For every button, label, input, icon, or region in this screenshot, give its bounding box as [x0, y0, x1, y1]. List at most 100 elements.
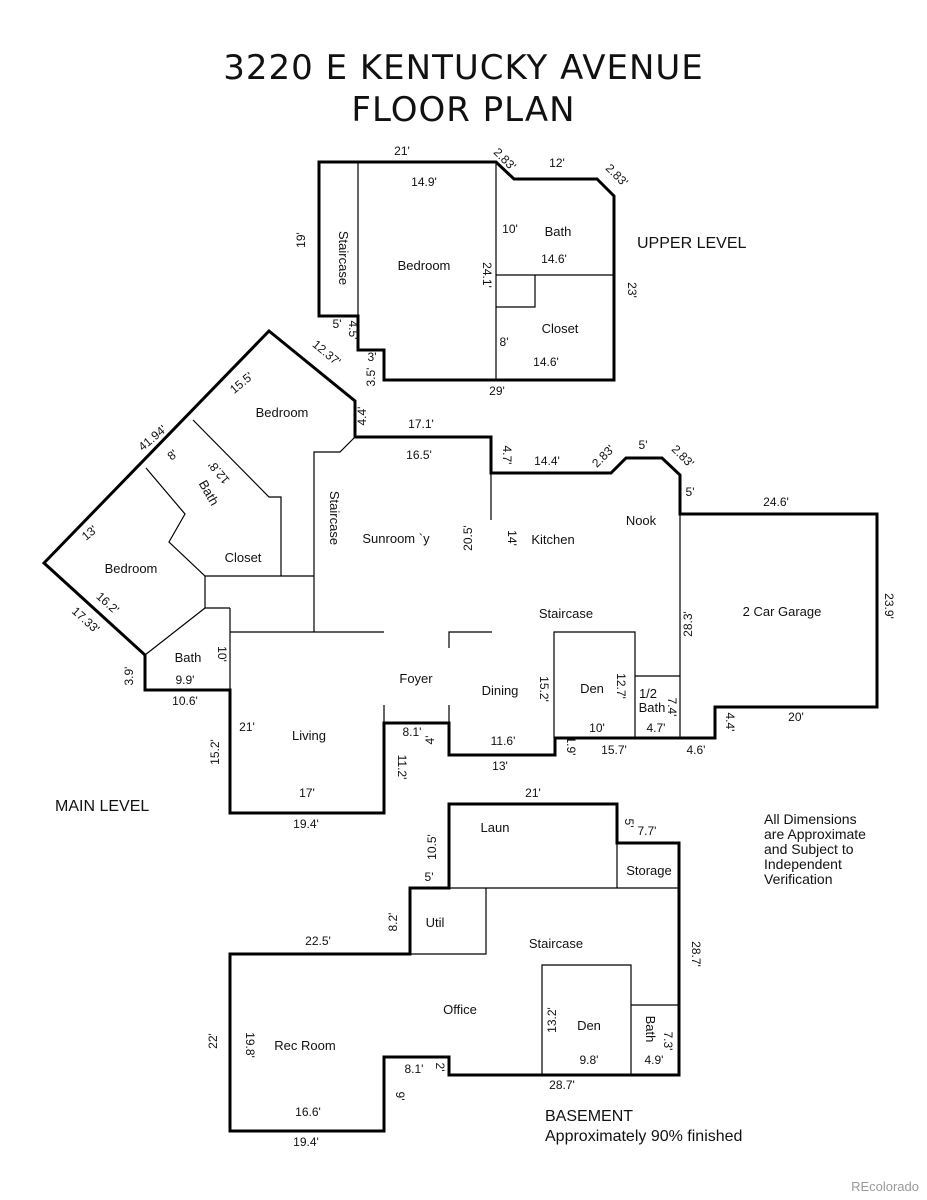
- basement-dim-17: 28.7': [549, 1078, 575, 1092]
- main-dim-33: 20': [788, 710, 804, 724]
- main-sunroom-label: Sunroom `y: [362, 531, 430, 546]
- main-dim-45: 19.4': [293, 817, 319, 831]
- main-dim-18: 14': [505, 530, 519, 546]
- main-dim-13: 2.83': [669, 442, 697, 470]
- upper-dim-angle-1: 2.83': [491, 145, 519, 173]
- main-dim-25: 3.9': [122, 667, 136, 686]
- basement-dim-20: 19.4': [293, 1135, 319, 1149]
- main-dim-14: 5': [686, 485, 695, 499]
- upper-dim-left: 19': [294, 232, 308, 248]
- basement-dim-12: 19.8': [243, 1032, 257, 1058]
- main-dim-29: 7.4': [665, 698, 679, 717]
- basement-finished-note: Approximately 90% finished: [545, 1128, 742, 1145]
- main-staircase-1-label: Staircase: [327, 491, 342, 545]
- upper-dim-bath-height: 10': [502, 222, 518, 236]
- basement-dim-8: 28.7': [689, 941, 703, 967]
- main-dim-21: 28.3': [681, 611, 695, 637]
- main-dim-35: 8.1': [403, 725, 422, 739]
- basement-dim-14: 2': [433, 1063, 447, 1072]
- basement-rec-room-label: Rec Room: [274, 1038, 335, 1053]
- main-living-label: Living: [292, 728, 326, 743]
- basement-dim-4: 10.5': [425, 834, 439, 860]
- main-den-label: Den: [580, 681, 604, 696]
- upper-bedroom-label: Bedroom: [398, 258, 451, 273]
- main-dim-11: 2.83': [589, 442, 617, 470]
- basement-dim-13: 8.1': [405, 1062, 424, 1076]
- basement-dim-6: 8.2': [386, 913, 400, 932]
- main-dim-24: 9.9': [176, 673, 195, 687]
- upper-dim-stair-1: 5': [333, 317, 342, 331]
- basement-staircase-label: Staircase: [529, 936, 583, 951]
- main-dim-26: 10.6': [172, 694, 198, 708]
- main-dim-22: 23.9': [882, 593, 896, 619]
- upper-dim-stair-3: 3': [368, 350, 377, 364]
- basement-dim-16: 4.9': [645, 1053, 664, 1067]
- title-line-2: FLOOR PLAN: [351, 90, 576, 130]
- main-dim-42: 11.2': [395, 755, 409, 780]
- disclaimer-note: All Dimensions are Approximate and Subje…: [764, 811, 866, 887]
- main-half-bath-label-2: Bath: [639, 700, 666, 715]
- main-half-bath-label-1: 1/2: [639, 686, 657, 701]
- main-dim-4: 17.1': [408, 417, 434, 431]
- basement-dim-11: 22': [206, 1033, 220, 1049]
- basement-bath-label: Bath: [643, 1016, 658, 1043]
- main-dining-label: Dining: [482, 683, 519, 698]
- upper-closet-label: Closet: [542, 321, 579, 336]
- upper-dim-top-2: 12': [549, 156, 565, 170]
- title-line-1: 3220 E KENTUCKY AVENUE: [223, 48, 704, 88]
- main-dim-40: 4.6': [687, 743, 706, 757]
- main-dim-27: 15.2': [537, 676, 551, 702]
- main-level-label: MAIN LEVEL: [55, 798, 149, 815]
- main-dim-43: 13': [492, 759, 508, 773]
- main-staircase-2-label: Staircase: [539, 606, 593, 621]
- main-bedroom-2-label: Bedroom: [105, 561, 158, 576]
- main-dim-31: 10': [589, 721, 605, 735]
- main-nook-label: Nook: [626, 513, 657, 528]
- disclaimer-line-1: All Dimensions: [764, 811, 857, 827]
- main-dim-28: 12.7': [614, 673, 628, 699]
- upper-dim-closet-width: 14.6': [533, 355, 559, 369]
- upper-staircase-label: Staircase: [336, 231, 351, 285]
- upper-dim-bottom: 29': [489, 384, 505, 398]
- main-dim-9: 4.7': [500, 446, 514, 465]
- basement-dim-18: 9': [393, 1092, 407, 1101]
- watermark: REcolorado: [851, 1179, 919, 1194]
- main-dim-30: 4.7': [647, 721, 666, 735]
- basement-dim-3: 7.7': [638, 824, 657, 838]
- disclaimer-line-5: Verification: [764, 871, 832, 887]
- upper-dim-closet-height: 8': [500, 335, 509, 349]
- main-dim-15: 24.6': [763, 495, 789, 509]
- basement-dim-19: 16.6': [295, 1105, 321, 1119]
- basement-dim-10: 7.3': [661, 1032, 675, 1051]
- basement-dim-9: 13.2': [545, 1007, 559, 1033]
- upper-dim-bath-width: 14.6': [541, 252, 567, 266]
- main-dim-37: 11.6': [491, 734, 516, 748]
- basement-utility-label: Util: [426, 915, 445, 930]
- basement-dim-7: 22.5': [305, 934, 331, 948]
- main-dim-39: 15.7': [601, 743, 627, 757]
- upper-dim-angle-2: 2.83': [603, 161, 631, 189]
- disclaimer-line-4: Independent: [764, 856, 842, 872]
- main-dim-1: 12.37': [310, 337, 344, 369]
- main-bedroom-1-label: Bedroom: [256, 405, 309, 420]
- basement-office-label: Office: [443, 1002, 477, 1017]
- main-dim-12: 5': [639, 438, 648, 452]
- main-dim-2: 15.5': [227, 369, 256, 396]
- disclaimer-line-2: are Approximate: [764, 826, 866, 842]
- main-dim-20: 17.33': [69, 604, 102, 636]
- main-dim-6: 8': [164, 447, 180, 463]
- upper-dim-top: 21': [394, 144, 410, 158]
- basement-dim-2: 5': [622, 819, 636, 828]
- main-dim-44: 17': [299, 786, 315, 800]
- main-dim-3: 4.4': [355, 407, 369, 426]
- main-dim-41: 15.2': [208, 739, 222, 765]
- main-kitchen-label: Kitchen: [531, 532, 574, 547]
- upper-bath-label: Bath: [545, 224, 572, 239]
- main-dim-17: 20.5': [461, 525, 475, 551]
- main-level-plan: Bedroom Bath Closet Bedroom Bath Stairca…: [41, 328, 896, 831]
- basement-level-label: BASEMENT: [545, 1108, 633, 1125]
- main-dim-36: 4': [423, 736, 437, 745]
- main-dim-34: 21': [239, 720, 255, 734]
- disclaimer-line-3: and Subject to: [764, 841, 854, 857]
